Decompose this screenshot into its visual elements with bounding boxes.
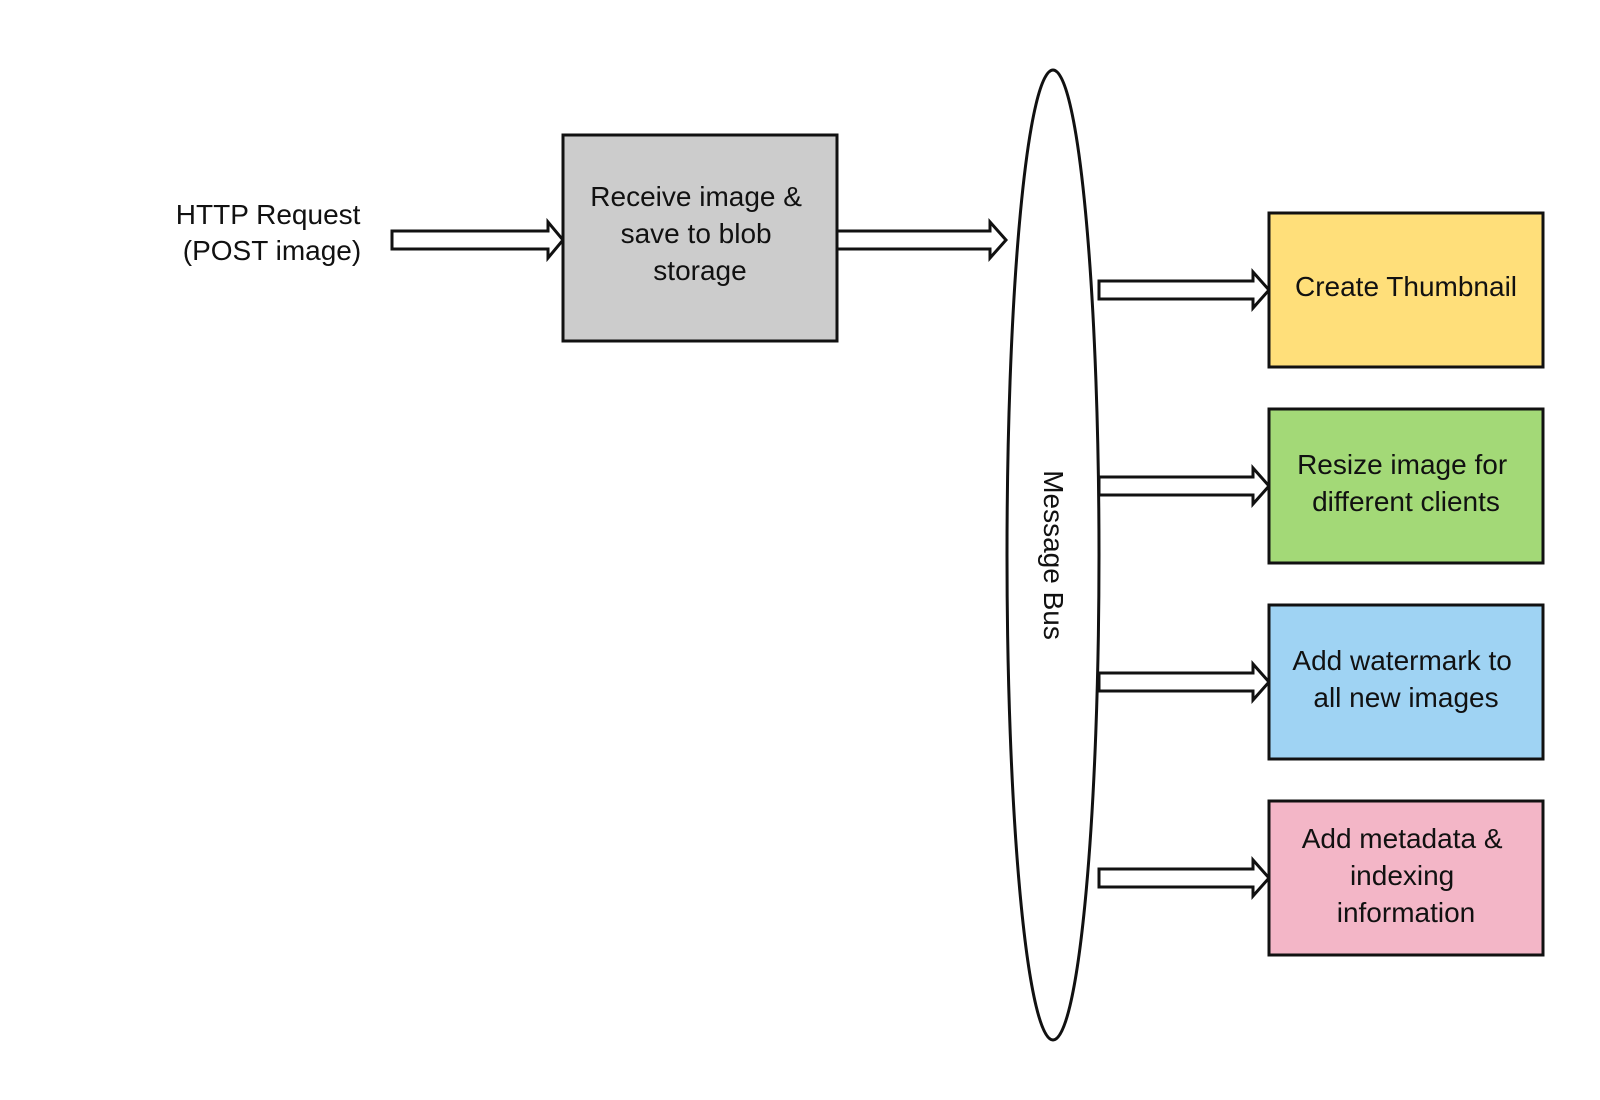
receive-image-box-shape bbox=[561, 133, 839, 343]
add-metadata-box-shape bbox=[1267, 799, 1545, 957]
add-watermark-box-shape bbox=[1267, 603, 1545, 761]
message-bus-shape bbox=[1005, 68, 1101, 1042]
receive-image-line-2: save to blob bbox=[621, 218, 772, 249]
arrow-bus-to-watermark bbox=[1097, 660, 1272, 704]
create-thumbnail-line-1: Create Thumbnail bbox=[1295, 271, 1517, 302]
arrow-request-to-receive bbox=[390, 217, 565, 263]
receive-image-box-label: Receive image & save to blob storage bbox=[590, 181, 809, 286]
http-request-label-line-2: (POST image) bbox=[183, 235, 361, 266]
resize-image-line-1: Resize image for bbox=[1297, 449, 1507, 480]
add-watermark-line-2: all new images bbox=[1313, 682, 1498, 713]
resize-image-line-2: different clients bbox=[1312, 486, 1500, 517]
resize-image-label: Resize image for different clients bbox=[1297, 449, 1515, 517]
add-watermark-line-1: Add watermark to bbox=[1292, 645, 1511, 676]
http-request-label: HTTP Request (POST image) bbox=[176, 199, 368, 266]
receive-image-line-3: storage bbox=[653, 255, 746, 286]
http-request-label-line-1: HTTP Request bbox=[176, 199, 361, 230]
add-metadata-label: Add metadata & indexing information bbox=[1302, 823, 1511, 928]
message-bus-label: Message Bus bbox=[1038, 470, 1069, 640]
arrow-bus-to-thumbnail bbox=[1097, 268, 1272, 312]
resize-image-box: Resize image for different clients bbox=[1267, 407, 1545, 565]
add-metadata-line-2: indexing bbox=[1350, 860, 1454, 891]
add-metadata-line-3: information bbox=[1337, 897, 1476, 928]
add-watermark-box: Add watermark to all new images bbox=[1267, 603, 1545, 761]
add-metadata-box: Add metadata & indexing information bbox=[1267, 799, 1545, 957]
receive-image-box: Receive image & save to blob storage bbox=[561, 133, 839, 343]
create-thumbnail-box: Create Thumbnail bbox=[1267, 211, 1545, 369]
arrow-bus-to-metadata bbox=[1097, 856, 1272, 900]
arrow-bus-to-resize bbox=[1097, 464, 1272, 508]
add-metadata-line-1: Add metadata & bbox=[1302, 823, 1503, 854]
message-bus: Message Bus bbox=[1005, 68, 1101, 1042]
create-thumbnail-label: Create Thumbnail bbox=[1295, 271, 1517, 302]
arrow-receive-to-bus bbox=[835, 218, 1009, 262]
resize-image-box-shape bbox=[1267, 407, 1545, 565]
receive-image-line-1: Receive image & bbox=[590, 181, 802, 212]
add-watermark-label: Add watermark to all new images bbox=[1292, 645, 1519, 713]
create-thumbnail-box-shape bbox=[1267, 211, 1545, 369]
